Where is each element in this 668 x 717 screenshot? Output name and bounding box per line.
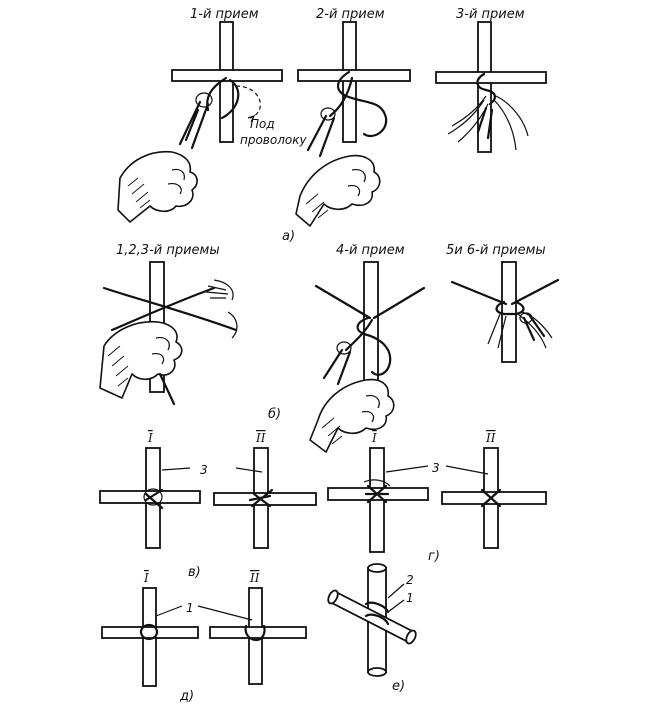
- fig-e-label: е): [392, 679, 405, 694]
- d1-roman-label: I: [143, 571, 149, 585]
- panel-v: I II 3 в): [99, 431, 317, 580]
- d2-roman-label: II: [249, 571, 260, 585]
- step2-label: 2-й прием: [316, 7, 385, 22]
- e-callout-1: 1: [406, 591, 414, 605]
- g-callout-3: 3: [432, 461, 440, 475]
- cross-v2: [213, 447, 317, 549]
- cross-d1: [101, 587, 199, 687]
- panel-g: I II 3 г): [327, 431, 547, 564]
- cross-g1: [327, 447, 429, 553]
- cross-g2: [441, 447, 547, 549]
- cross-d2: [209, 587, 307, 685]
- fig-a-label: а): [282, 229, 295, 244]
- steps56-illustration: [450, 261, 560, 363]
- fig-d-label: д): [179, 689, 194, 704]
- v2-roman-label: II: [255, 431, 266, 445]
- step1-label: 1-й прием: [190, 7, 259, 22]
- step2-illustration: [295, 21, 411, 227]
- panel-e: 2 1 е): [327, 563, 417, 694]
- fig-v-label: в): [188, 565, 201, 580]
- cross-v1: [99, 447, 201, 549]
- steps56-label: 5и 6-й приемы: [446, 243, 546, 258]
- under-wire-label-1: Под: [250, 117, 275, 131]
- e-callout-2: 2: [406, 573, 414, 587]
- step3-label: 3-й прием: [456, 7, 525, 22]
- steps123-label: 1,2,3-й приемы: [116, 243, 220, 258]
- v1-roman-label: I: [147, 431, 153, 445]
- panel-d: I II 1 д): [101, 571, 307, 704]
- step1-illustration: [117, 21, 283, 223]
- fig-g-label: г): [428, 549, 440, 564]
- v-callout-3: 3: [200, 463, 208, 477]
- step4-label: 4-й прием: [336, 243, 405, 258]
- panel-a: 1-й прием 2-й прием 3-й прием Под провол…: [117, 7, 547, 244]
- rebar-3d-illustration: [327, 563, 417, 677]
- g1-roman-label: I: [371, 431, 377, 445]
- steps123-illustration: [99, 261, 238, 406]
- panel-b: 1,2,3-й приемы 4-й прием 5и 6-й приемы б…: [99, 243, 560, 453]
- d-callout-1: 1: [186, 601, 194, 615]
- under-wire-label-2: проволоку: [240, 133, 307, 147]
- step4-illustration: [309, 261, 426, 453]
- fig-b-label: б): [268, 407, 281, 422]
- step3-illustration: [435, 21, 547, 153]
- g2-roman-label: II: [485, 431, 496, 445]
